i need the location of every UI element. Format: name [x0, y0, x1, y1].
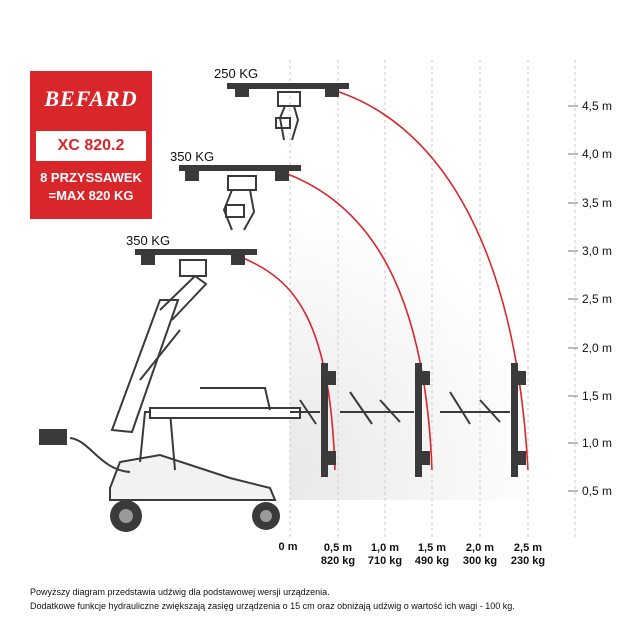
suction-frame-top — [227, 83, 349, 141]
footnote-line-1: Powyższy diagram przedstawia udźwig dla … — [30, 587, 330, 597]
capacity-label-15: 490 kg — [415, 555, 449, 567]
height-label-25: 2,5 m — [582, 292, 612, 306]
capacity-description-line2: =MAX 820 KG — [48, 188, 134, 203]
suction-frame-lower — [135, 249, 257, 277]
reach-label-05: 0,5 m — [324, 542, 352, 554]
vertical-frame-3 — [440, 363, 526, 477]
height-label-30: 3,0 m — [582, 244, 612, 258]
height-label-15: 1,5 m — [582, 389, 612, 403]
brand-box: BEFARD XC 820.2 8 PRZYSSAWEK =MAX 820 KG — [30, 71, 152, 219]
control-cable — [69, 437, 131, 473]
lifting-machine — [39, 274, 301, 501]
capacity-label-10: 710 kg — [368, 555, 402, 567]
height-label-40: 4,0 m — [582, 147, 612, 161]
height-axis-ticks — [568, 105, 578, 492]
capacity-label-20: 300 kg — [463, 555, 497, 567]
reach-label-25: 2,5 m — [514, 542, 542, 554]
reach-arc-inner — [242, 257, 336, 471]
reach-label-20: 2,0 m — [466, 542, 494, 554]
reach-arc-middle — [284, 172, 433, 471]
load-labels: 250 KG 350 KG 350 KG — [126, 66, 258, 248]
height-label-20: 2,0 m — [582, 341, 612, 355]
horizontal-boom — [149, 407, 301, 419]
footnote-line-2: Dodatkowe funkcje hydrauliczne zwiększaj… — [30, 601, 515, 611]
vertical-frame-2 — [340, 363, 430, 477]
brand-logo: BEFARD — [44, 86, 138, 111]
capacity-label-05: 820 kg — [321, 555, 355, 567]
reach-label-15: 1,5 m — [418, 542, 446, 554]
height-axis-labels: 4,5 m 4,0 m 3,5 m 3,0 m 2,5 m 2,0 m 1,5 … — [582, 99, 612, 498]
boom-arm-upper — [159, 274, 208, 321]
horizontal-boom-arm — [200, 387, 271, 411]
load-label-middle: 350 KG — [170, 149, 214, 164]
machine-body — [109, 453, 277, 501]
boom-cylinder — [139, 329, 181, 381]
reach-axis-labels: 0 m 0,5 m 820 kg 1,0 m 710 kg 1,5 m 490 … — [279, 541, 546, 567]
main-boom — [110, 299, 180, 434]
machine-wheels — [110, 500, 280, 532]
height-label-05: 0,5 m — [582, 484, 612, 498]
height-label-35: 3,5 m — [582, 196, 612, 210]
working-envelope — [290, 82, 528, 500]
vertical-suction-frames — [290, 363, 526, 477]
capacity-description-line1: 8 PRZYSSAWEK — [40, 170, 142, 185]
capacity-description: 8 PRZYSSAWEK =MAX 820 KG — [32, 169, 150, 205]
load-label-lower: 350 KG — [126, 233, 170, 248]
load-label-top: 250 KG — [214, 66, 258, 81]
model-label: XC 820.2 — [36, 131, 146, 161]
reach-label-0: 0 m — [279, 541, 298, 553]
vertical-frame-1 — [290, 363, 336, 477]
control-handle — [39, 429, 67, 445]
height-label-10: 1,0 m — [582, 436, 612, 450]
reach-label-10: 1,0 m — [371, 542, 399, 554]
capacity-label-25: 230 kg — [511, 555, 545, 567]
suction-frame-middle — [179, 165, 301, 231]
height-label-45: 4,5 m — [582, 99, 612, 113]
